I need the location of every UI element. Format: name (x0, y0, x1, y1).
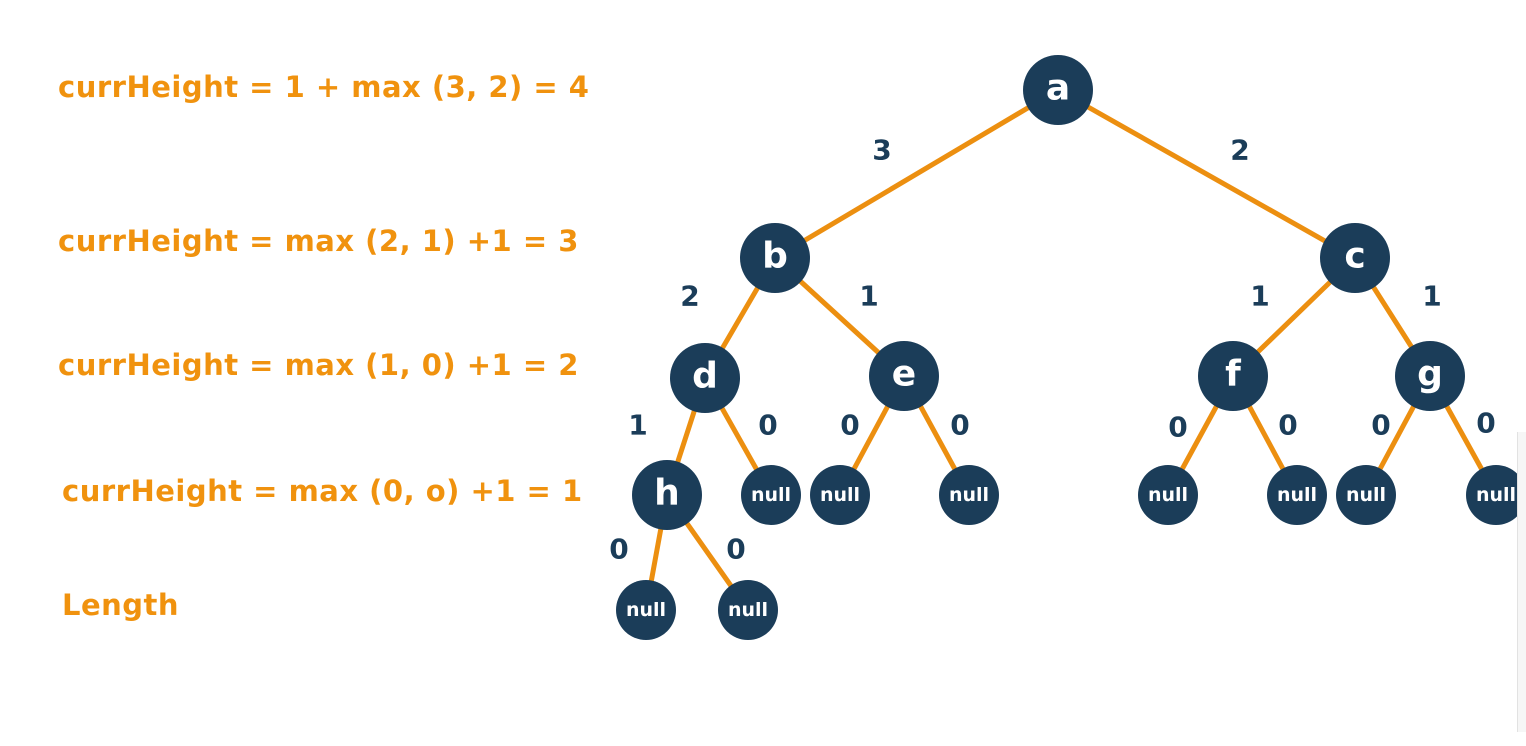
null-node-n4: null (1138, 465, 1198, 525)
equation-level-1: currHeight = max (2, 1) +1 = 3 (58, 224, 579, 258)
node-circle (1267, 465, 1327, 525)
tree-node-f: f (1198, 341, 1268, 411)
node-circle (1198, 341, 1268, 411)
node-label: null (751, 484, 791, 506)
tree-node-d: d (670, 343, 740, 413)
node-circle (810, 465, 870, 525)
edge-label-g-n6: 0 (1371, 409, 1390, 442)
node-label: null (1476, 484, 1516, 506)
nodes-layer: a b c d e f g h null null null null null null null null… (616, 55, 1526, 640)
edge-label-f-n4: 0 (1168, 411, 1187, 444)
node-label: null (820, 484, 860, 506)
node-circle (1466, 465, 1526, 525)
node-label: f (1225, 354, 1241, 395)
node-circle (1023, 55, 1093, 125)
edge-label-c-f: 1 (1250, 280, 1269, 313)
node-circle (1320, 223, 1390, 293)
edge-label-a-b: 3 (872, 134, 891, 167)
equation-root: currHeight = 1 + max (3, 2) = 4 (58, 70, 590, 104)
node-circle (632, 460, 702, 530)
tree-node-c: c (1320, 223, 1390, 293)
tree-node-e: e (869, 341, 939, 411)
node-label: null (1148, 484, 1188, 506)
equation-level-2: currHeight = max (1, 0) +1 = 2 (58, 348, 579, 382)
edge-labels-layer: 3 2 2 1 1 1 1 0 0 0 0 0 0 0 0 0 (609, 134, 1495, 566)
node-label: c (1344, 236, 1365, 277)
null-node-n6: null (1336, 465, 1396, 525)
tree-node-g: g (1395, 341, 1465, 411)
null-node-n3: null (939, 465, 999, 525)
node-circle (869, 341, 939, 411)
node-label: null (1277, 484, 1317, 506)
null-node-n7: null (1466, 465, 1526, 525)
edge-a-c (1055, 87, 1358, 261)
tree-node-h: h (632, 460, 702, 530)
edge-label-b-d: 2 (680, 280, 699, 313)
edge-label-h-n8: 0 (609, 533, 628, 566)
node-label: g (1417, 354, 1443, 395)
edge-label-g-n7: 0 (1476, 407, 1495, 440)
null-node-n9: null (718, 580, 778, 640)
node-label: h (654, 473, 680, 514)
edge-label-a-c: 2 (1230, 134, 1249, 167)
node-label: null (728, 599, 768, 621)
node-circle (741, 465, 801, 525)
node-circle (1138, 465, 1198, 525)
edge-label-e-n2: 0 (840, 409, 859, 442)
node-label: e (892, 354, 916, 395)
node-label: d (692, 356, 718, 397)
node-circle (939, 465, 999, 525)
node-label: a (1046, 68, 1070, 109)
null-node-n5: null (1267, 465, 1327, 525)
node-label: null (626, 599, 666, 621)
length-label: Length (62, 588, 180, 622)
edge-label-h-n9: 0 (726, 533, 745, 566)
edges-layer (643, 87, 1499, 613)
tree-node-b: b (740, 223, 810, 293)
edge-label-b-e: 1 (859, 280, 878, 313)
null-node-n2: null (810, 465, 870, 525)
node-circle (740, 223, 810, 293)
edge-label-c-g: 1 (1422, 280, 1441, 313)
tree-node-a: a (1023, 55, 1093, 125)
null-node-n8: null (616, 580, 676, 640)
node-label: null (949, 484, 989, 506)
node-label: b (762, 236, 788, 277)
node-circle (718, 580, 778, 640)
node-circle (616, 580, 676, 640)
equation-level-3: currHeight = max (0, o) +1 = 1 (62, 474, 583, 508)
node-circle (670, 343, 740, 413)
edge-label-d-n1: 0 (758, 409, 777, 442)
node-circle (1395, 341, 1465, 411)
edge-label-e-n3: 0 (950, 409, 969, 442)
edge-a-b (772, 87, 1061, 261)
node-label: null (1346, 484, 1386, 506)
edge-label-d-h: 1 (628, 409, 647, 442)
edge-label-f-n5: 0 (1278, 409, 1297, 442)
node-circle (1336, 465, 1396, 525)
page-edge (1517, 432, 1526, 732)
null-node-n1: null (741, 465, 801, 525)
